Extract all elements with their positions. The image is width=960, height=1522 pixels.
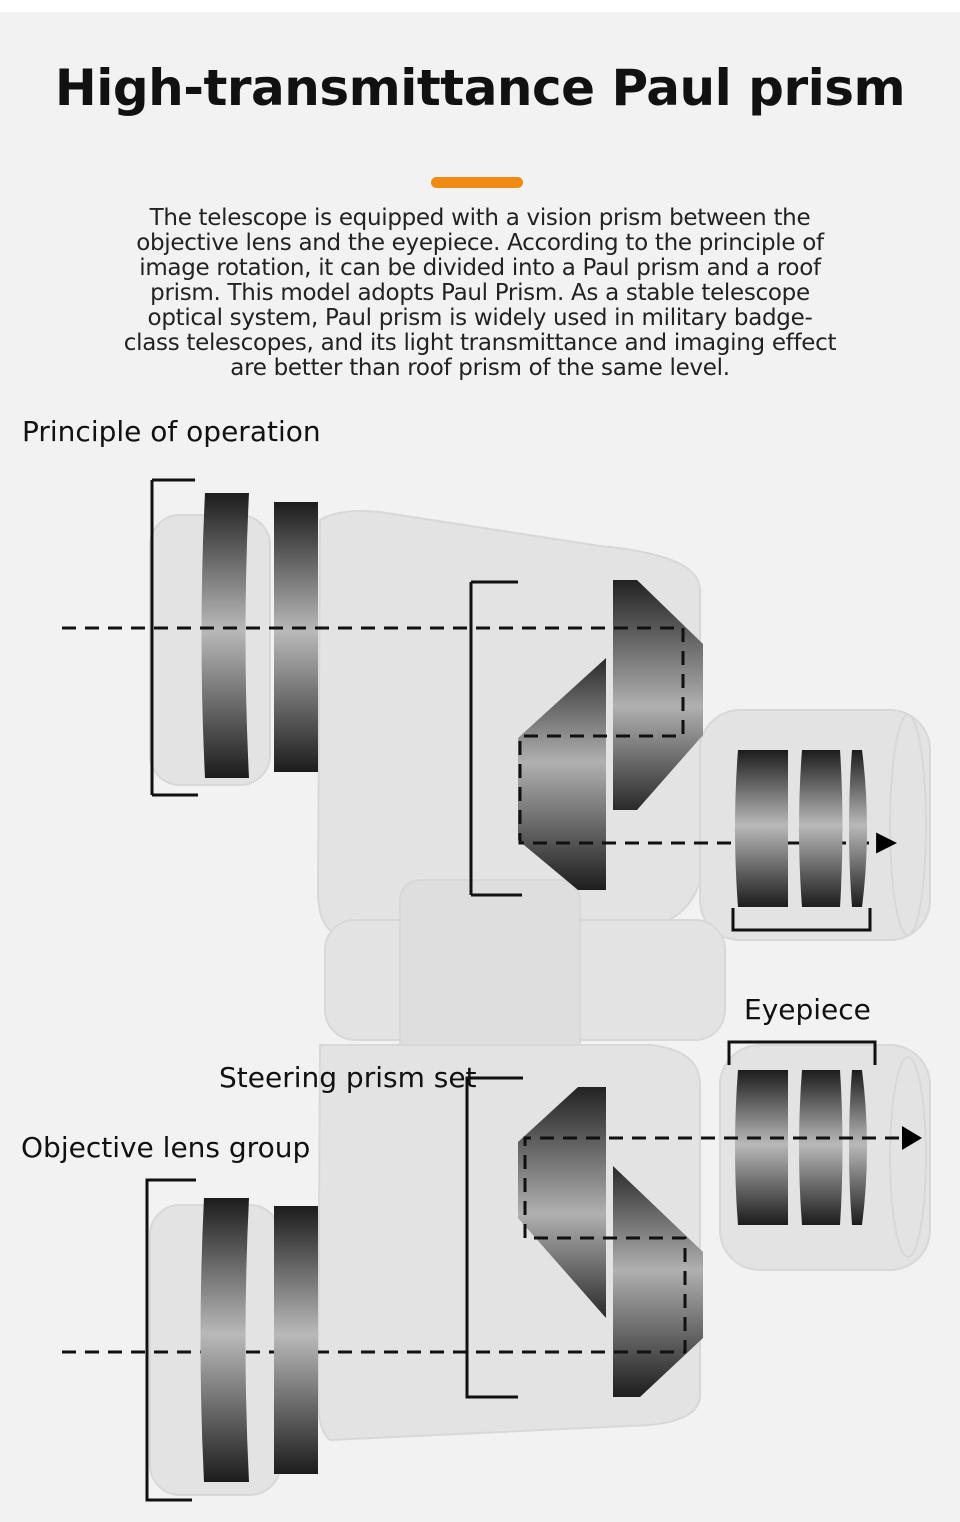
lower-eyepiece-bracket (727, 1040, 877, 1065)
upper-objective-lens-1 (201, 493, 249, 778)
upper-eyepiece-lens-2 (799, 750, 843, 907)
lower-eyepiece (727, 1040, 877, 1225)
binocular-diagram: Eyepiece Steering prism set Objective le… (0, 460, 960, 1518)
lower-steering-bracket (465, 1076, 523, 1399)
objective-lens-group-label: Objective lens group (21, 1131, 311, 1164)
upper-prism-1 (613, 580, 703, 810)
lower-objective-bracket (145, 1178, 196, 1502)
page-title: High-transmittance Paul prism (54, 59, 906, 117)
upper-objective-lens-2 (274, 502, 318, 772)
lower-prism-2 (613, 1166, 703, 1397)
accent-divider (431, 177, 523, 188)
lower-light-path (62, 1136, 920, 1354)
lower-eyepiece-lens-1 (735, 1070, 788, 1225)
upper-objective-bracket (150, 478, 198, 797)
upper-eyepiece-bracket (731, 908, 872, 932)
steering-prism-set-label: Steering prism set (219, 1061, 477, 1094)
binocular-diagram-svg (62, 478, 931, 1502)
upper-prism-2 (518, 658, 606, 890)
description-text: The telescope is equipped with a vision … (123, 205, 837, 381)
lower-eyepiece-lens-3 (849, 1070, 867, 1225)
lower-objective-lens-2 (274, 1206, 318, 1474)
upper-eyepiece-lens-3 (849, 750, 867, 907)
lower-prism-1 (518, 1087, 606, 1318)
upper-eyepiece (731, 750, 872, 932)
lower-objective-lens-1 (200, 1198, 249, 1482)
upper-light-path (62, 626, 898, 854)
upper-steering-prism-set (62, 580, 898, 897)
upper-eyepiece-lens-1 (735, 750, 788, 907)
lower-steering-prism-set (62, 1076, 922, 1399)
top-strip (0, 0, 960, 12)
lower-eyepiece-lens-2 (799, 1070, 843, 1225)
lower-objective-lens-group (145, 1178, 318, 1502)
upper-steering-bracket (469, 580, 522, 897)
eyepiece-label: Eyepiece (744, 993, 871, 1026)
upper-objective-lens-group (150, 478, 318, 797)
lower-light-arrowhead (902, 1126, 922, 1150)
section-heading: Principle of operation (22, 415, 321, 448)
